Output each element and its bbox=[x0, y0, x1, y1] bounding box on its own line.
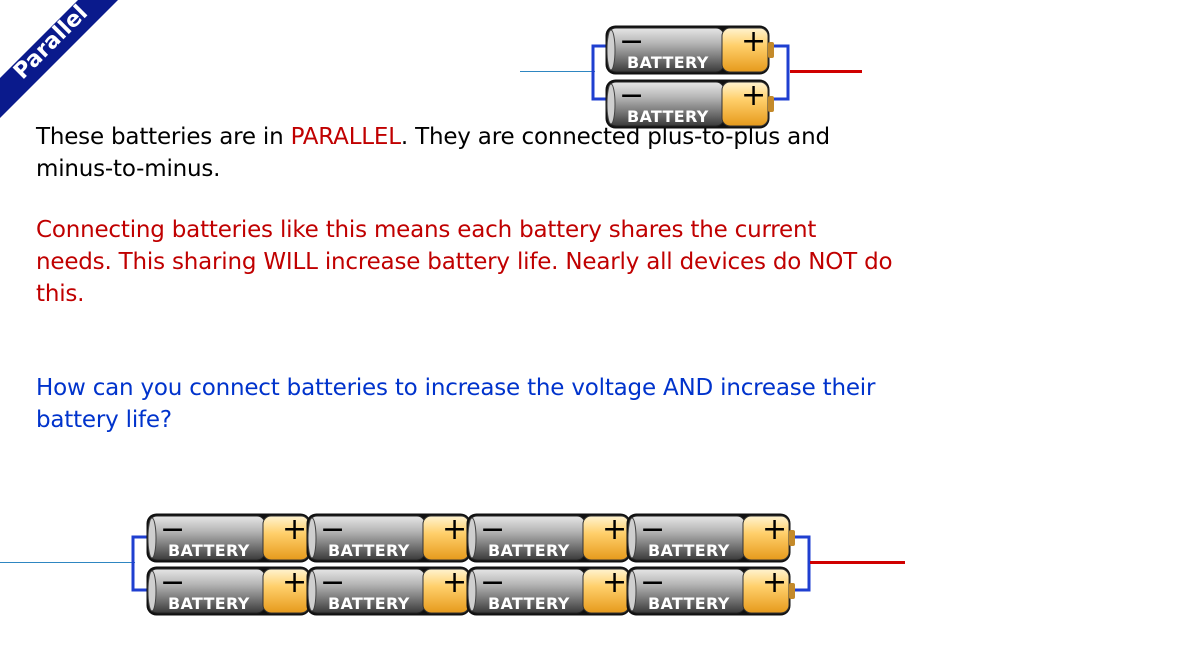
battery-body bbox=[306, 566, 475, 616]
negative-wire-bottom bbox=[0, 562, 135, 563]
battery: − + BATTERY bbox=[626, 513, 796, 567]
plus-sign: + bbox=[741, 78, 767, 113]
battery: − + BATTERY bbox=[306, 566, 476, 620]
minus-sign: − bbox=[320, 565, 346, 600]
question-paragraph: How can you connect batteries to increas… bbox=[36, 375, 876, 433]
battery-body bbox=[626, 513, 795, 563]
plus-sign: + bbox=[442, 512, 468, 547]
negative-wire-top bbox=[520, 71, 595, 72]
battery-body bbox=[146, 513, 315, 563]
connector-right-top bbox=[770, 44, 790, 101]
minus-sign: − bbox=[160, 512, 186, 547]
battery-body bbox=[466, 566, 635, 616]
battery-body bbox=[146, 566, 315, 616]
battery: − + BATTERY bbox=[466, 513, 636, 567]
plus-sign: + bbox=[602, 565, 628, 600]
minus-sign: − bbox=[619, 78, 645, 113]
connector-left-top bbox=[591, 44, 606, 101]
battery-body bbox=[306, 513, 475, 563]
minus-sign: − bbox=[640, 512, 666, 547]
banner-shape bbox=[0, 0, 118, 118]
battery-label: BATTERY bbox=[168, 541, 250, 560]
battery-label: BATTERY bbox=[488, 541, 570, 560]
minus-sign: − bbox=[160, 565, 186, 600]
plus-sign: + bbox=[282, 565, 308, 600]
battery-label: BATTERY bbox=[627, 53, 709, 72]
battery-label: BATTERY bbox=[488, 594, 570, 613]
battery-label: BATTERY bbox=[328, 594, 410, 613]
battery-body bbox=[466, 513, 635, 563]
plus-sign: + bbox=[741, 24, 767, 59]
positive-wire-top bbox=[790, 70, 862, 73]
plus-sign: + bbox=[762, 565, 788, 600]
battery: − + BATTERY bbox=[146, 566, 316, 620]
battery-body bbox=[605, 79, 774, 129]
minus-sign: − bbox=[480, 512, 506, 547]
plus-sign: + bbox=[442, 565, 468, 600]
battery-label: BATTERY bbox=[328, 541, 410, 560]
parallel-highlight: PARALLEL bbox=[290, 124, 401, 150]
battery-label: BATTERY bbox=[648, 541, 730, 560]
battery: − + BATTERY bbox=[605, 25, 775, 79]
corner-banner: Parallel bbox=[0, 0, 240, 240]
minus-sign: − bbox=[320, 512, 346, 547]
plus-sign: + bbox=[762, 512, 788, 547]
connector-right-bottom bbox=[790, 535, 811, 592]
battery-body bbox=[626, 566, 795, 616]
minus-sign: − bbox=[619, 24, 645, 59]
battery: − + BATTERY bbox=[626, 566, 796, 620]
battery: − + BATTERY bbox=[605, 79, 775, 133]
minus-sign: − bbox=[640, 565, 666, 600]
plus-sign: + bbox=[282, 512, 308, 547]
minus-sign: − bbox=[480, 565, 506, 600]
battery-body bbox=[605, 25, 774, 75]
connector-left-bottom bbox=[131, 535, 148, 592]
battery: − + BATTERY bbox=[146, 513, 316, 567]
sharing-paragraph: Connecting batteries like this means eac… bbox=[36, 217, 893, 307]
positive-wire-bottom bbox=[810, 561, 905, 564]
battery: − + BATTERY bbox=[306, 513, 476, 567]
battery-label: BATTERY bbox=[168, 594, 250, 613]
battery-label: BATTERY bbox=[648, 594, 730, 613]
battery: − + BATTERY bbox=[466, 566, 636, 620]
battery-label: BATTERY bbox=[627, 107, 709, 126]
plus-sign: + bbox=[602, 512, 628, 547]
intro-text-start: These batteries are in bbox=[36, 124, 291, 150]
